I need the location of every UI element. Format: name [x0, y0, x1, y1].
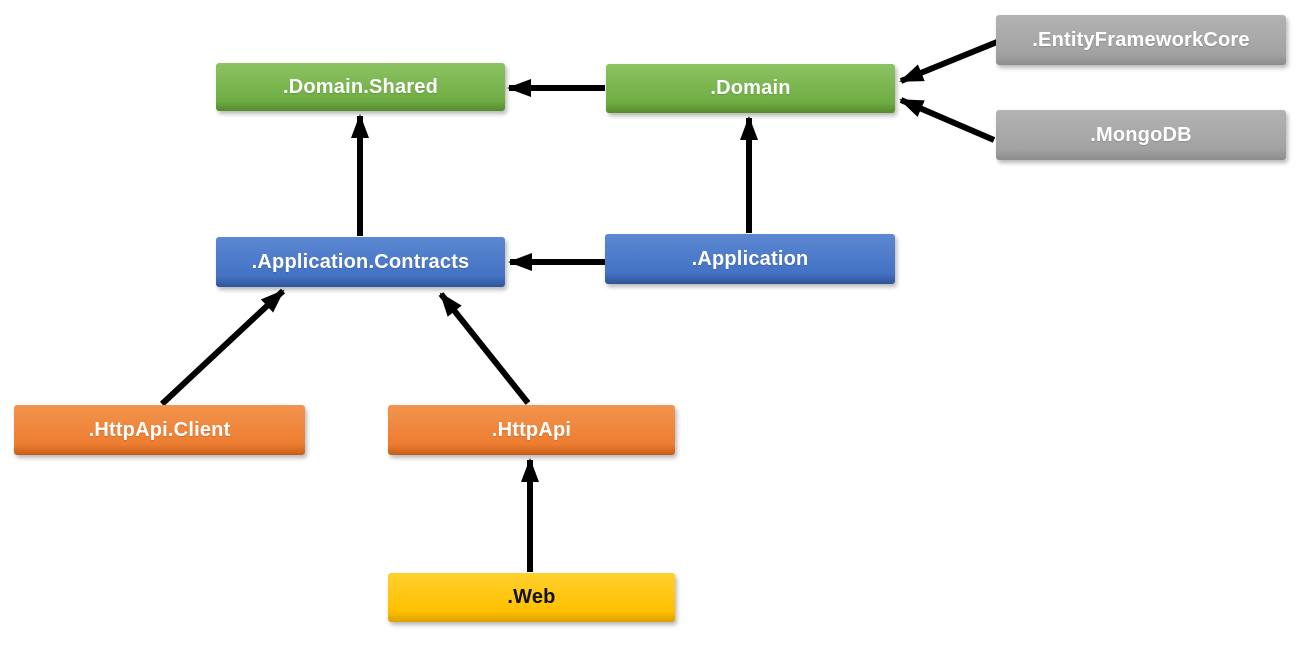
- dependency-arrow-httpapi-to-application-contracts: [438, 292, 531, 405]
- node-domain: .Domain: [606, 64, 895, 113]
- node-label-application-contracts: .Application.Contracts: [251, 250, 470, 273]
- node-label-domain-shared: .Domain.Shared: [282, 75, 439, 98]
- node-web: .Web: [388, 573, 675, 622]
- node-httpapi: .HttpApi: [388, 405, 675, 455]
- node-entity-framework-core: .EntityFrameworkCore: [996, 15, 1286, 65]
- node-mongodb: .MongoDB: [996, 110, 1286, 160]
- dependency-arrow-entity-framework-core-to-domain: [899, 39, 999, 84]
- dependency-arrow-mongodb-to-domain: [899, 97, 996, 143]
- node-label-entity-framework-core: .EntityFrameworkCore: [1032, 28, 1250, 51]
- node-label-mongodb: .MongoDB: [1090, 123, 1192, 146]
- dependency-arrow-httpapi-client-to-application-contracts: [159, 288, 286, 407]
- node-label-application: .Application: [691, 247, 809, 270]
- node-application: .Application: [605, 234, 895, 284]
- node-application-contracts: .Application.Contracts: [216, 237, 505, 287]
- node-label-domain: .Domain: [710, 77, 791, 99]
- node-label-httpapi: .HttpApi: [491, 418, 572, 441]
- node-label-httpapi-client: .HttpApi.Client: [88, 418, 231, 441]
- node-httpapi-client: .HttpApi.Client: [14, 405, 305, 455]
- node-domain-shared: .Domain.Shared: [216, 63, 505, 111]
- node-label-web: .Web: [507, 586, 556, 608]
